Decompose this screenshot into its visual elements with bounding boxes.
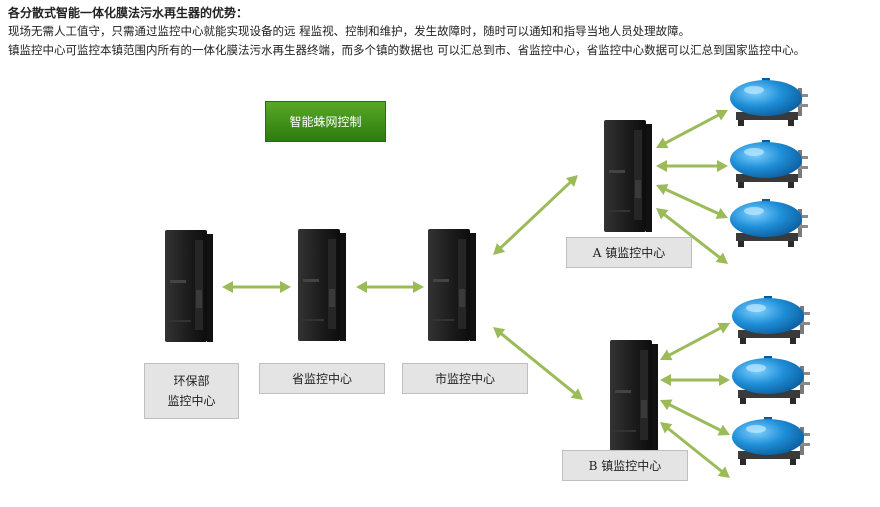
server-icon-town-a — [604, 120, 652, 232]
arrow-town-b-tank3 — [660, 399, 730, 436]
arrow-province-city — [356, 281, 424, 293]
tank-icon-b2 — [732, 356, 810, 404]
env-label-line1: 环保部 — [173, 374, 210, 388]
arrow-town-b-tank2 — [660, 374, 730, 386]
page-heading: 各分散式智能一体化膜法污水再生器的优势： — [8, 6, 249, 20]
tank-icon-a2 — [730, 140, 808, 188]
description-line-2: 镇监控中心可监控本镇范围内所有的一体化膜法污水再生器终端，而多个镇的数据也 可以… — [8, 43, 806, 57]
server-icon-city — [428, 229, 476, 341]
town-a-monitoring-center-label: A 镇监控中心 — [566, 237, 692, 268]
tank-icon-a3 — [730, 199, 808, 247]
server-icon-town-b — [610, 340, 658, 452]
arrow-town-b-tank1 — [660, 322, 730, 361]
arrow-town-a-tank2 — [656, 160, 728, 172]
arrow-city-town-a — [493, 175, 578, 255]
city-monitoring-center-label: 市监控中心 — [402, 363, 528, 394]
province-monitoring-center-label: 省监控中心 — [259, 363, 385, 394]
server-icon-province — [298, 229, 346, 341]
tank-icon-b3 — [732, 417, 810, 465]
town-b-monitoring-center-label: B 镇监控中心 — [562, 450, 688, 481]
env-label-line2: 监控中心 — [167, 394, 216, 408]
smart-web-control-button: 智能蛛网控制 — [265, 101, 386, 142]
arrow-town-b-tank3-low — [660, 422, 730, 478]
tank-icon-a1 — [730, 78, 808, 126]
arrow-town-a-tank3 — [656, 184, 728, 219]
arrow-town-a-tank1 — [656, 109, 728, 149]
tank-icon-b1 — [732, 296, 810, 344]
env-monitoring-center-label: 环保部 监控中心 — [144, 363, 239, 419]
server-icon-env — [165, 230, 213, 342]
arrow-town-a-tank3-low — [656, 208, 728, 264]
description-line-1: 现场无需人工值守，只需通过监控中心就能实现设备的远 程监视、控制和维护，发生故障… — [8, 24, 691, 38]
arrow-city-town-b — [493, 327, 583, 400]
arrow-env-province — [222, 281, 291, 293]
